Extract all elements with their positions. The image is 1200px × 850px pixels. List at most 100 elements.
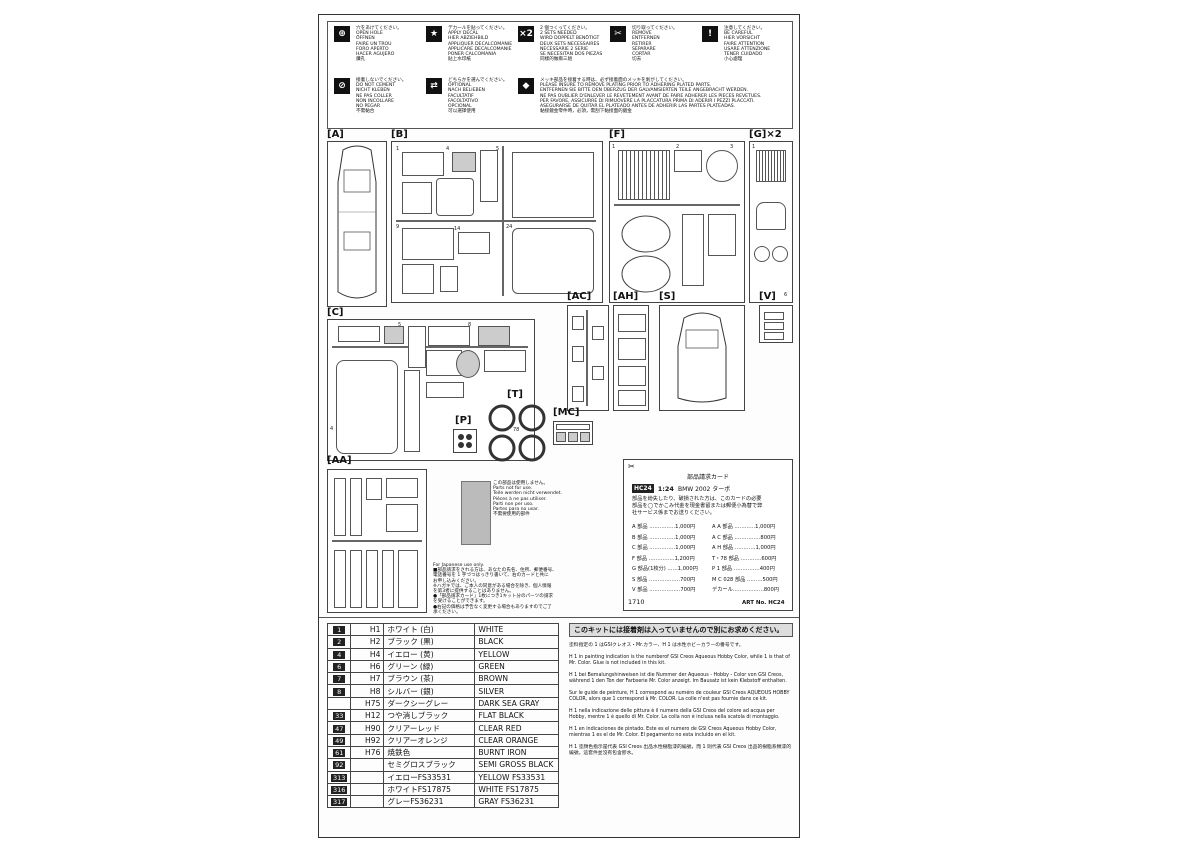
color-h-code: H1 bbox=[350, 622, 385, 637]
legend-line: WIRD DOPPELT BENÖTIGT bbox=[540, 36, 600, 42]
legend-line: SEPARARE bbox=[632, 46, 656, 52]
caution-icon: ! bbox=[702, 26, 718, 42]
remove-icon: ✂ bbox=[610, 26, 626, 42]
color-h-code: H6 bbox=[350, 659, 385, 674]
sprue-s bbox=[659, 305, 745, 411]
part-label-b: [B] bbox=[391, 129, 408, 140]
mr-color-code: 1 bbox=[333, 626, 346, 635]
japanese-note-line: ※ハガキでは、ご本人の同意がある場合を除き、個人情報 bbox=[433, 583, 552, 589]
color-h-code: H4 bbox=[350, 647, 385, 661]
mr-color-code: 7 bbox=[333, 675, 346, 684]
color-mr-number: 92 bbox=[326, 758, 352, 772]
part-label-aa: [AA] bbox=[327, 455, 352, 466]
unused-line: Partes para no usar. bbox=[493, 507, 539, 513]
legend-line: 貼上水印紙 bbox=[448, 57, 471, 63]
optional-icon: ⇄ bbox=[426, 78, 442, 94]
japanese-note-line: を受けることができます。 bbox=[433, 599, 488, 605]
section-divider bbox=[319, 617, 799, 618]
legend-line: NECESSARIE 2 SERIE bbox=[540, 46, 589, 52]
part-label-a: [A] bbox=[327, 129, 344, 140]
color-jp-name: グレーFS36231 bbox=[383, 795, 476, 809]
color-h-code bbox=[350, 795, 385, 809]
mr-color-code: 49 bbox=[333, 736, 346, 745]
color-en-name: CLEAR RED bbox=[474, 721, 559, 735]
car-body-top-view bbox=[337, 145, 377, 299]
legend-line: 接着しないでください。 bbox=[356, 78, 407, 83]
color-en-name: BROWN bbox=[474, 672, 559, 686]
note-paragraph: Sur le guide de peinture, H 1 correspond… bbox=[569, 691, 790, 702]
order-intro: 部品を紛失したり、破損された方は、このカードの必要部品を◯でかこみ代金を現金書留… bbox=[632, 496, 762, 517]
mr-color-code: 33 bbox=[333, 712, 346, 721]
color-jp-name: ブラウン (茶) bbox=[383, 672, 476, 686]
order-price-item: B 部品 ……………1,000円 bbox=[632, 534, 696, 541]
parts-order-card: ✂ 部品請求カード HC24 1:24 BMW 2002 ターボ 部品を紛失した… bbox=[623, 459, 793, 611]
color-jp-name: グリーン (緑) bbox=[383, 659, 476, 674]
legend-line: REMOVE bbox=[632, 31, 652, 37]
color-h-code: H75 bbox=[350, 696, 385, 711]
part-label-c: [C] bbox=[327, 307, 344, 318]
mr-color-code: 61 bbox=[333, 749, 346, 758]
legend-line: PLEASE INSURE TO REMOVE PLATING PRIOR TO… bbox=[540, 83, 712, 89]
legend-line: 可以選擇使用 bbox=[448, 109, 476, 115]
legend-line: HACER AGUJERO bbox=[356, 52, 395, 58]
mr-color-code: 92 bbox=[333, 761, 346, 770]
legend-line: OPEN HOLE bbox=[356, 31, 383, 37]
japanese-order-note: For Japanese use only.■部品請求をされる方は、あなたの氏名… bbox=[433, 563, 557, 615]
color-h-code: H12 bbox=[350, 709, 385, 723]
color-en-name: WHITE FS17875 bbox=[474, 782, 559, 797]
legend-line: ENTFERNEN SIE BITTE DEN ÜBERZUG DER GALV… bbox=[540, 88, 749, 94]
order-intro-line: 社サービス係までお送りください。 bbox=[632, 510, 716, 516]
order-number: 1710 bbox=[628, 598, 645, 606]
color-en-name: YELLOW FS33531 bbox=[474, 770, 559, 784]
color-h-code: H76 bbox=[350, 745, 385, 760]
legend-line: 不需黏合 bbox=[356, 109, 375, 115]
color-mr-number: 47 bbox=[326, 721, 352, 735]
legend-line: ÖFFNEN bbox=[356, 36, 375, 42]
legend-line: PER FAVORE, ASSICURRE DI RIMUOVERE LA PL… bbox=[540, 98, 755, 104]
legend-line: 2 個つくってください。 bbox=[540, 26, 590, 31]
japanese-note-line: お申し込みください。 bbox=[433, 578, 479, 584]
color-en-name: DARK SEA GRAY bbox=[474, 696, 559, 711]
color-h-code bbox=[350, 758, 385, 772]
sprue-aa bbox=[327, 469, 427, 613]
sprue-a bbox=[327, 141, 387, 307]
order-art-number: ART No. HC24 bbox=[742, 600, 785, 606]
unused-line: この部品は使用しません。 bbox=[493, 481, 548, 486]
legend-line: DEUX SETS NECESSAIRES bbox=[540, 41, 600, 47]
part-label-g: [G]×2 bbox=[749, 129, 782, 140]
color-mr-number: 4 bbox=[326, 647, 352, 661]
note-paragraph: H 1 en indicaciones de pintado. Este es … bbox=[569, 727, 777, 738]
color-jp-name: クリアーレッド bbox=[383, 721, 476, 735]
unused-line: Pièces à ne pas utiliser. bbox=[493, 496, 547, 502]
color-jp-name: イエロー (黄) bbox=[383, 647, 476, 661]
order-scale: 1:24 bbox=[657, 484, 674, 493]
color-mr-number: 316 bbox=[326, 782, 352, 797]
order-price-item: G 部品(1枚分) ……1,000円 bbox=[632, 566, 698, 572]
no-cement-icon: ⊘ bbox=[334, 78, 350, 94]
legend-line: FORO APERTO bbox=[356, 46, 389, 52]
legend-line: BE CAREFUL bbox=[724, 31, 753, 37]
mr-color-code: 313 bbox=[331, 773, 348, 782]
color-mr-number bbox=[326, 696, 352, 711]
x2-icon: ×2 bbox=[518, 26, 534, 42]
drill-icon: ⊕ bbox=[334, 26, 350, 42]
sprue-mc bbox=[553, 421, 593, 445]
order-price-item: A C 部品 ……………800円 bbox=[712, 534, 776, 541]
part-label-v: [V] bbox=[759, 291, 776, 302]
sprue-p bbox=[453, 429, 477, 453]
order-price-item: V 部品 ………………700円 bbox=[632, 587, 696, 593]
